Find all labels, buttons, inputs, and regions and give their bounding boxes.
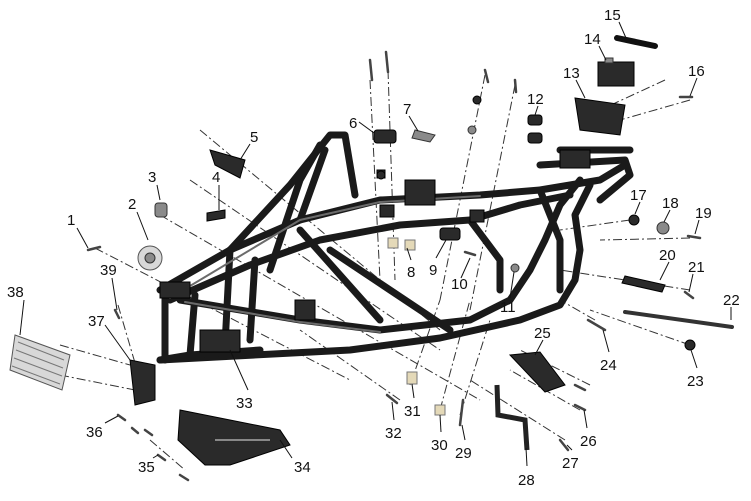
callout-28: 28 <box>518 472 535 489</box>
part-6-mount <box>373 129 397 144</box>
callout-32: 32 <box>385 425 402 442</box>
part-10-bolt <box>463 250 477 257</box>
callout-29: 29 <box>455 445 472 462</box>
callout-26: 26 <box>580 433 597 450</box>
callout-25: 25 <box>534 325 551 342</box>
parts <box>9 35 734 482</box>
part-32-bolt <box>385 393 399 405</box>
callout-16: 16 <box>688 63 705 80</box>
callout-6: 6 <box>349 115 357 132</box>
part-24-bolt <box>586 318 607 332</box>
callout-10: 10 <box>451 276 468 293</box>
callout-4: 4 <box>212 169 220 186</box>
callout-7: 7 <box>403 101 411 118</box>
part-28-bracket <box>494 384 530 451</box>
part-37-bracket <box>129 359 156 406</box>
callout-37: 37 <box>88 313 105 330</box>
part-19-bolt <box>686 234 702 240</box>
part-25-bracket <box>508 351 566 393</box>
part-8-bushing <box>387 237 399 249</box>
part-22-rod <box>623 310 734 329</box>
part-36-bolt <box>116 413 127 422</box>
main-frame <box>156 131 634 364</box>
callout-14: 14 <box>584 31 601 48</box>
part-11-ring <box>510 263 520 273</box>
part-31-bushing <box>406 371 418 385</box>
callout-17: 17 <box>630 187 647 204</box>
callout-39: 39 <box>100 262 117 279</box>
callout-2: 2 <box>128 196 136 213</box>
callout-8: 8 <box>407 264 415 281</box>
callout-24: 24 <box>600 357 617 374</box>
part-3-clamp <box>154 202 168 218</box>
callout-38: 38 <box>7 284 24 301</box>
callout-5: 5 <box>250 129 258 146</box>
callout-27: 27 <box>562 455 579 472</box>
part-5-bracket <box>209 149 246 179</box>
callout-18: 18 <box>662 195 679 212</box>
callout-30: 30 <box>431 437 448 454</box>
part-17-nut <box>628 214 640 226</box>
part-9-mount <box>439 227 461 241</box>
part-38-oil-cooler <box>9 334 71 391</box>
callout-labels: 1 2 3 4 5 6 7 8 9 10 11 12 13 14 15 16 1… <box>7 7 740 489</box>
callout-23: 23 <box>687 373 704 390</box>
part-18-bushing <box>656 221 670 235</box>
part-30-bushing <box>434 404 446 416</box>
part-7-bracket <box>411 129 436 143</box>
part-14-battery <box>597 61 635 87</box>
callout-19: 19 <box>695 205 712 222</box>
callout-22: 22 <box>723 292 740 309</box>
part-27-bolt <box>558 438 570 452</box>
part-23-washer <box>684 339 696 351</box>
callout-15: 15 <box>604 7 621 24</box>
callout-35: 35 <box>138 459 155 476</box>
part-13-battery-tray <box>574 97 626 136</box>
callout-12: 12 <box>527 91 544 108</box>
part-4-bracket <box>206 209 226 222</box>
callout-33: 33 <box>236 395 253 412</box>
callout-1: 1 <box>67 212 75 229</box>
callout-20: 20 <box>659 247 676 264</box>
part-1-bolt <box>86 245 102 252</box>
part-15-strap <box>614 35 658 49</box>
part-21-bolt <box>683 290 695 300</box>
part-34-skid-plate <box>177 409 291 466</box>
callout-21: 21 <box>688 259 705 276</box>
assembly-lines <box>59 69 691 471</box>
part-35-bolt <box>156 453 167 462</box>
callout-3: 3 <box>148 169 156 186</box>
callout-31: 31 <box>404 403 421 420</box>
part-12-bushing <box>527 114 543 126</box>
callout-11: 11 <box>500 299 516 316</box>
part-29-bolt <box>458 398 465 427</box>
part-39-bolt <box>113 308 121 320</box>
callout-36: 36 <box>86 424 103 441</box>
part-20-bracket <box>621 275 666 293</box>
leader-lines <box>19 21 732 467</box>
callout-13: 13 <box>563 65 580 82</box>
part-26-bolt <box>573 383 587 392</box>
callout-9: 9 <box>429 262 437 279</box>
callout-34: 34 <box>294 459 311 476</box>
